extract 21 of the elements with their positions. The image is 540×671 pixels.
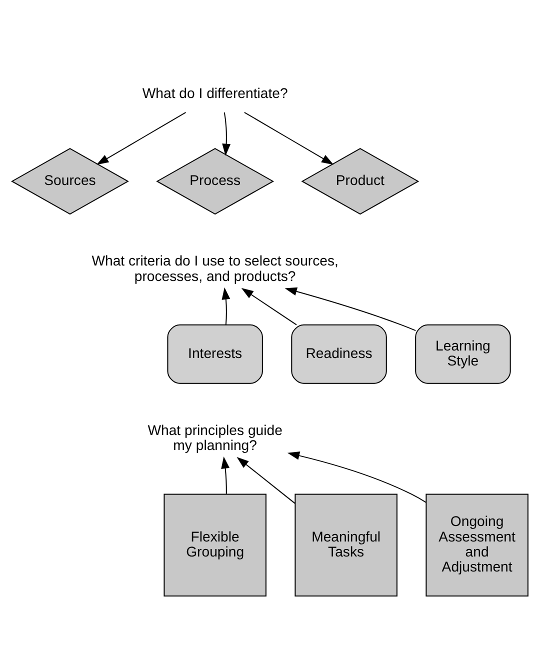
arrow xyxy=(284,286,416,331)
arrow xyxy=(241,288,297,325)
arrow xyxy=(236,456,296,504)
node-diamond: Product xyxy=(301,148,420,214)
arrow xyxy=(222,112,231,156)
node-box: Flexible Grouping xyxy=(164,493,266,596)
node-box: Interests xyxy=(167,324,263,384)
arrow xyxy=(222,286,230,324)
node-text: What principles guide my planning? xyxy=(148,421,282,453)
node-text: What criteria do I use to select sources, processes, and products? xyxy=(92,252,338,284)
node-text: What do I differentiate? xyxy=(142,84,288,100)
arrow xyxy=(96,111,186,164)
arrow xyxy=(221,456,230,494)
node-box: Readiness xyxy=(291,324,387,384)
node-diamond: Sources xyxy=(11,148,129,214)
node-diamond: Process xyxy=(156,148,274,214)
node-box: Meaningful Tasks xyxy=(294,493,398,596)
node-box: Learning Style xyxy=(415,324,511,384)
arrow xyxy=(287,451,426,502)
node-box: Ongoing Assessment and Adjustment xyxy=(426,493,528,596)
arrow xyxy=(244,111,334,164)
